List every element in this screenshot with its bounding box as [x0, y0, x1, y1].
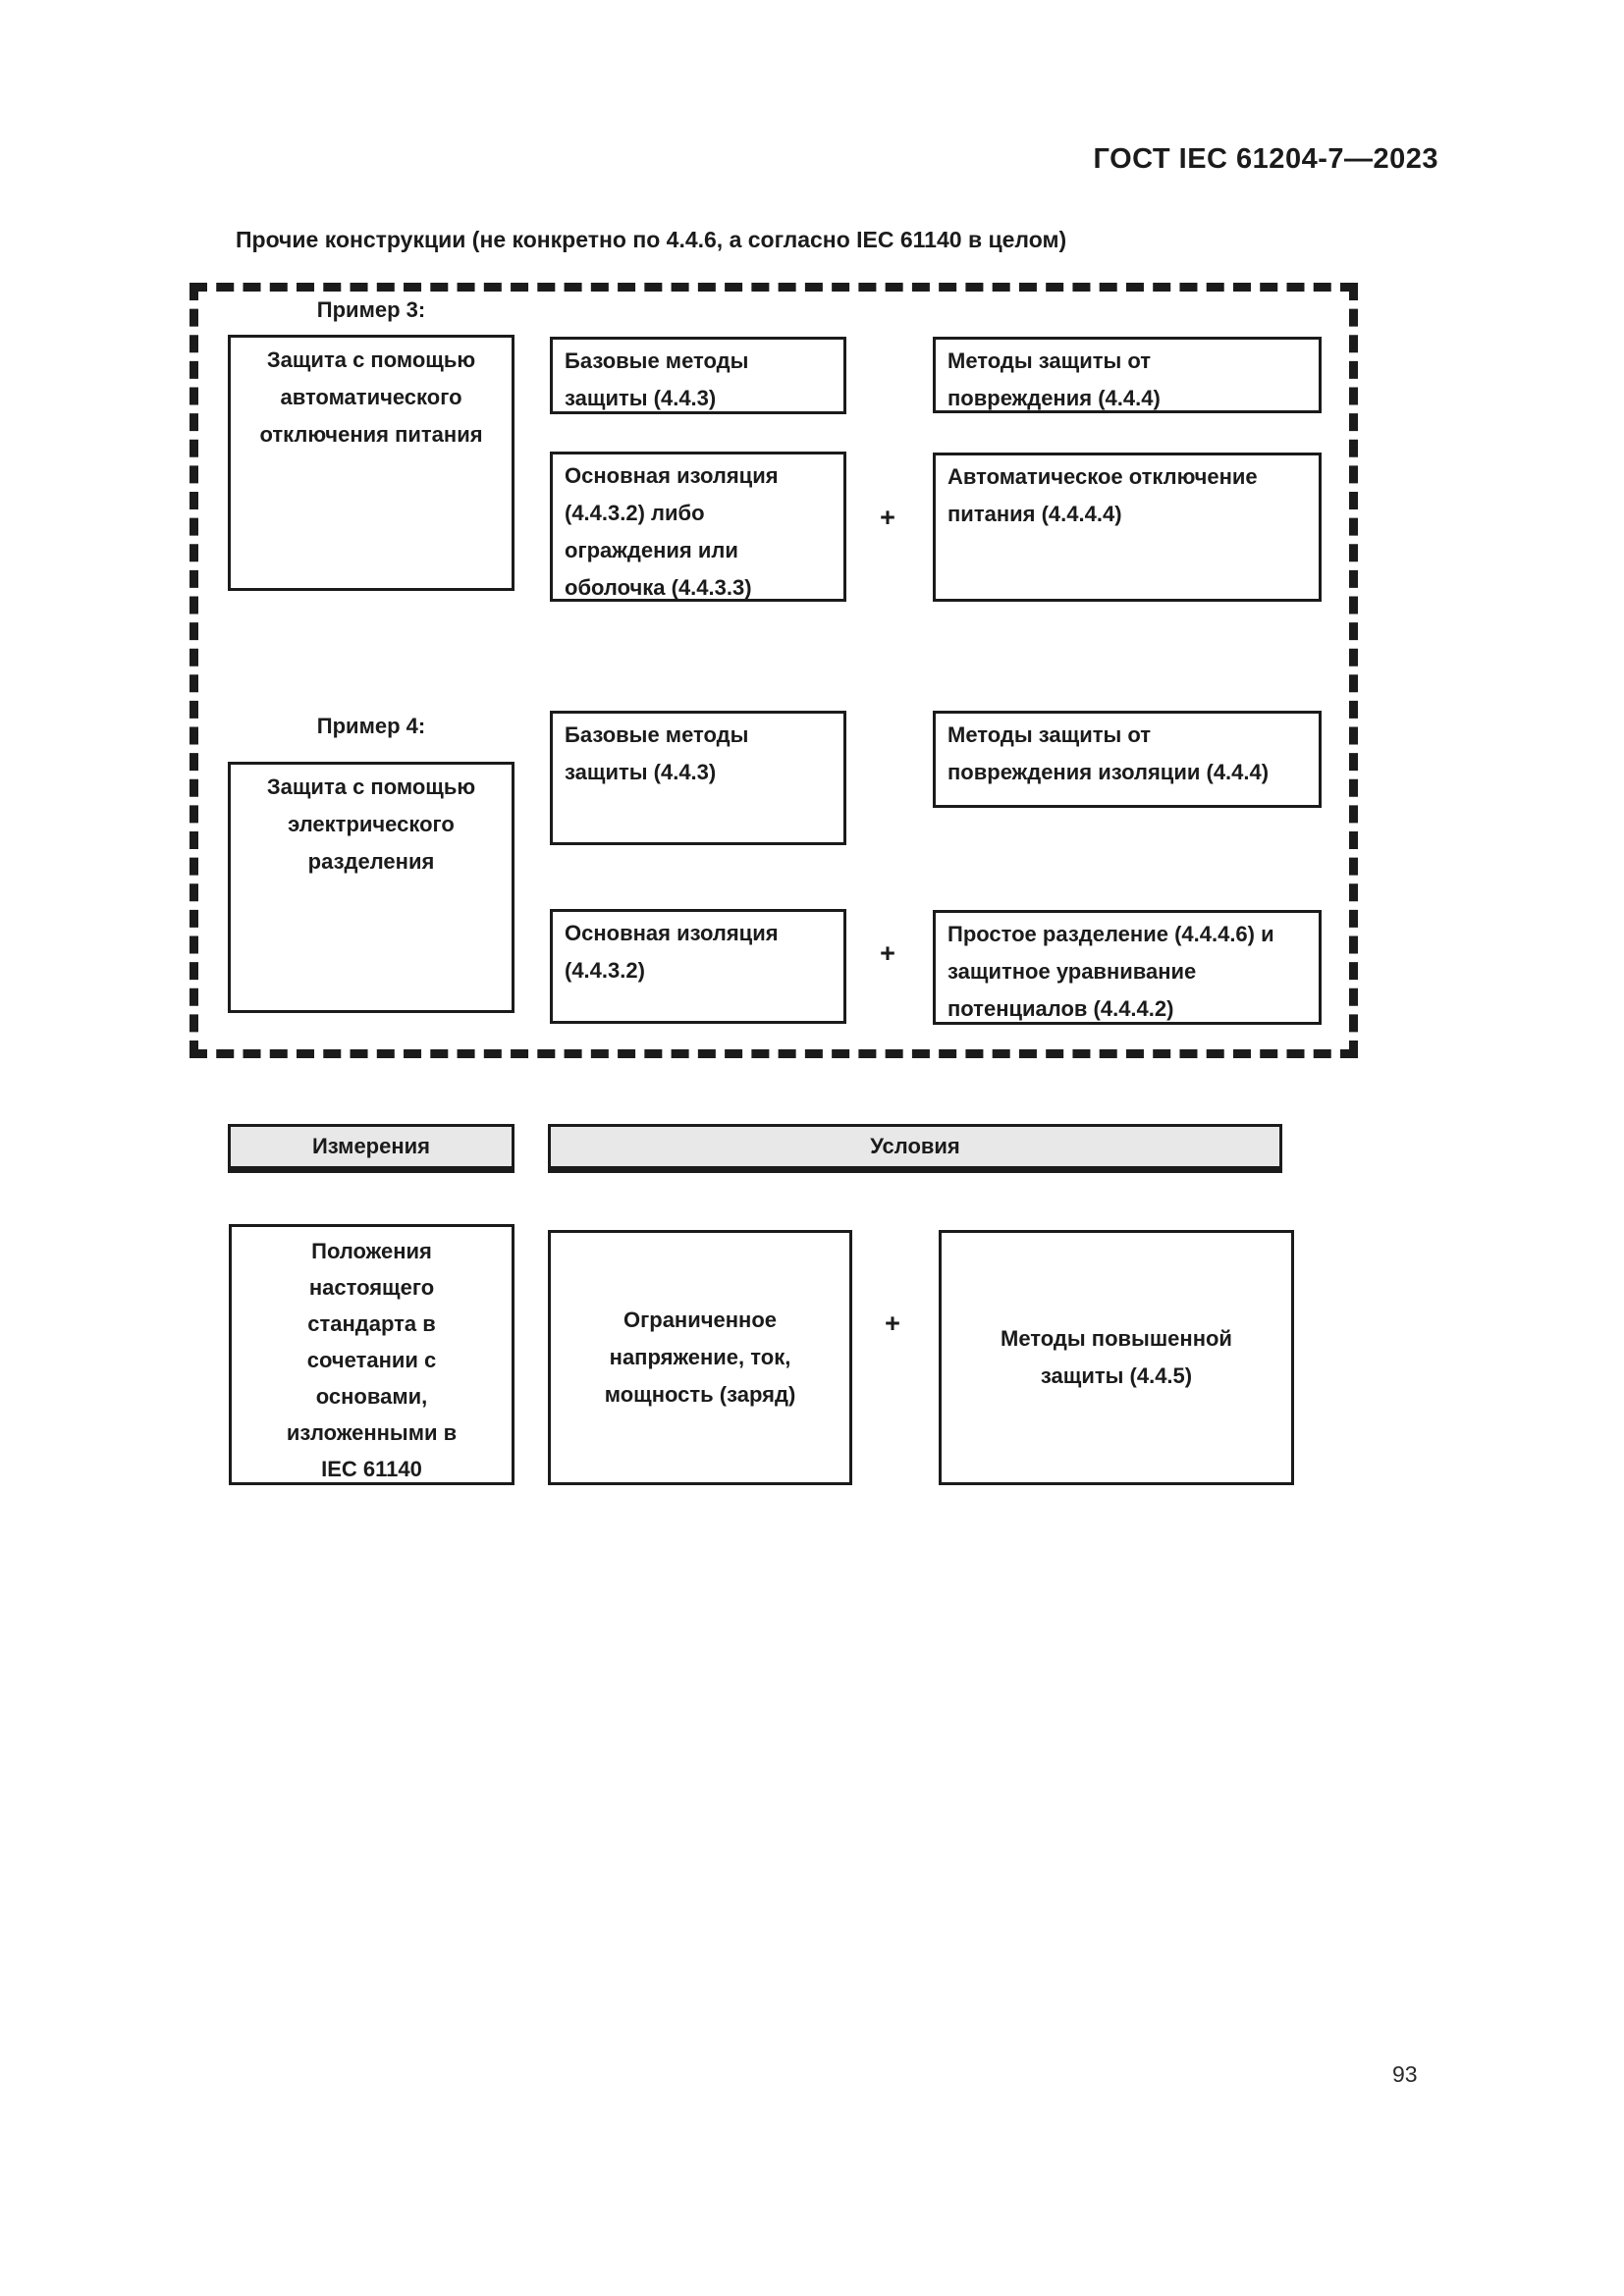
examples-dashed-frame	[189, 283, 1358, 1058]
plus-sign-example3: +	[880, 503, 895, 532]
conditions-header-bar: Условия	[548, 1124, 1282, 1173]
example4-fault-protection-box: Методы защиты от повреждения изоляции (4…	[933, 711, 1322, 808]
example4-simple-separation-box: Простое разделение (4.4.4.6) и защитное …	[933, 910, 1322, 1025]
figure-caption: Прочие конструкции (не конкретно по 4.4.…	[236, 227, 1067, 252]
measures-header-bar: Измерения	[228, 1124, 514, 1173]
example4-basic-insulation-box: Основная изоляция (4.4.3.2)	[550, 909, 846, 1024]
provisions-box: Положения настоящего стандарта в сочетан…	[229, 1224, 514, 1485]
page-number: 93	[1392, 2061, 1418, 2087]
example4-basic-methods-box: Базовые методы защиты (4.4.3)	[550, 711, 846, 845]
example3-basic-insulation-box: Основная изоляция (4.4.3.2) либо огражде…	[550, 452, 846, 602]
example3-basic-methods-box: Базовые методы защиты (4.4.3)	[550, 337, 846, 414]
example4-protection-box: Защита с помощью электрического разделен…	[228, 762, 514, 1013]
example3-title: Пример 3:	[316, 297, 426, 322]
example4-title: Пример 4:	[316, 714, 426, 738]
enhanced-protection-box: Методы повышенной защиты (4.4.5)	[939, 1230, 1294, 1485]
plus-sign-bottom: +	[885, 1308, 900, 1338]
limited-voltage-box: Ограниченное напряжение, ток, мощность (…	[548, 1230, 852, 1485]
plus-sign-example4: +	[880, 938, 895, 968]
example3-protection-box: Защита с помощью автоматического отключе…	[228, 335, 514, 591]
example3-fault-protection-box: Методы защиты от повреждения (4.4.4)	[933, 337, 1322, 413]
document-header: ГОСТ IEC 61204-7—2023	[1093, 143, 1438, 175]
example3-auto-disconnect-box: Автоматическое отключение питания (4.4.4…	[933, 453, 1322, 602]
